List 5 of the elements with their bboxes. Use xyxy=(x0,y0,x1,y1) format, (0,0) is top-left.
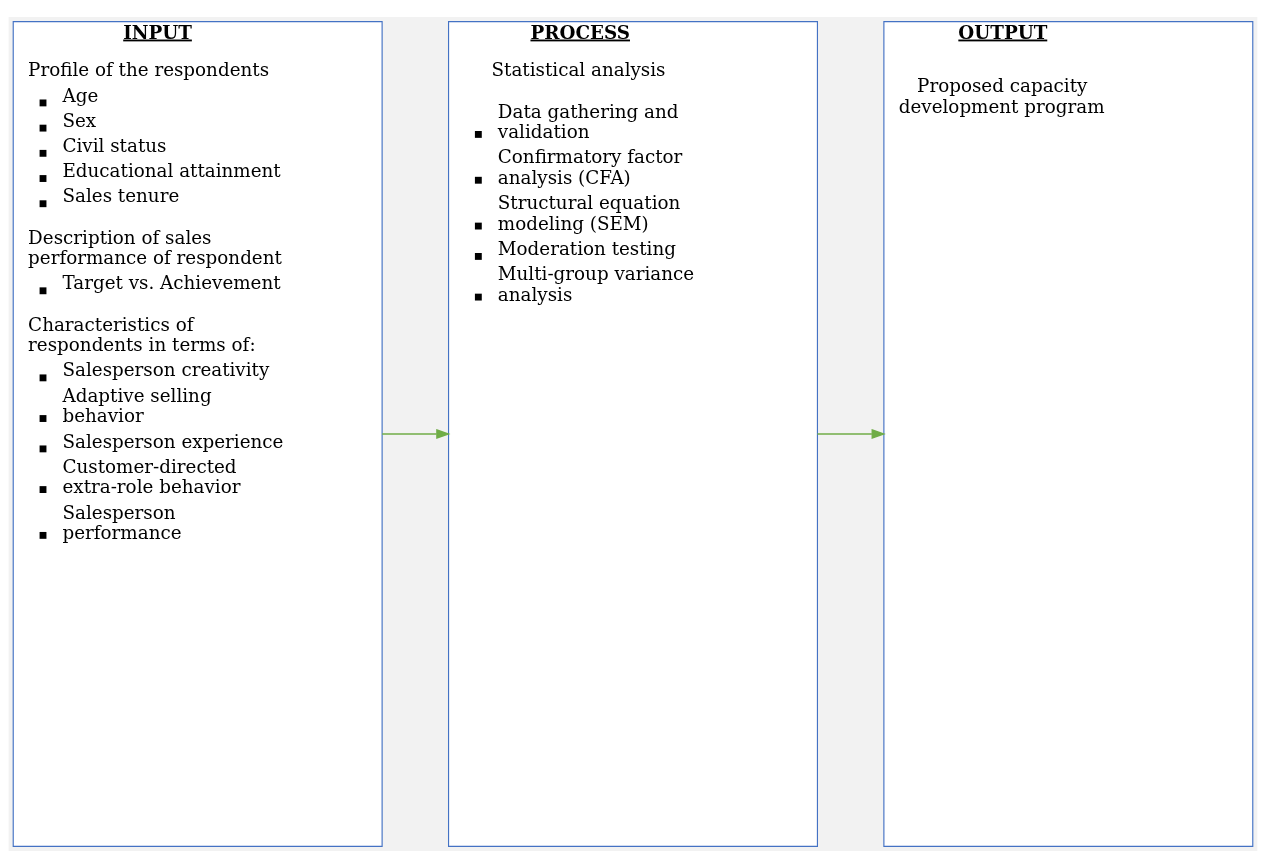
arrow xyxy=(381,429,451,439)
arrow xyxy=(816,429,886,439)
node-box: INPUT Profile of the respondents Age Sex Civil status Educational attainment Sales tenure Description of sales performance of respondent Target vs. Achievement Characteristics of respondents in terms of: Salesperson creativity Adaptive selling behavior Salesperson experience Customer-directed extra-role behavior Salesperson performance xyxy=(12,21,383,847)
node-box: PROCESS Statistical analysis Data gathering and validation Confirmatory factor analysis (CFA) Structural equation modeling (SEM) Moderation testing Multi-group variance analysis xyxy=(448,21,818,847)
node-box: OUTPUT Proposed capacity development program xyxy=(883,21,1254,847)
